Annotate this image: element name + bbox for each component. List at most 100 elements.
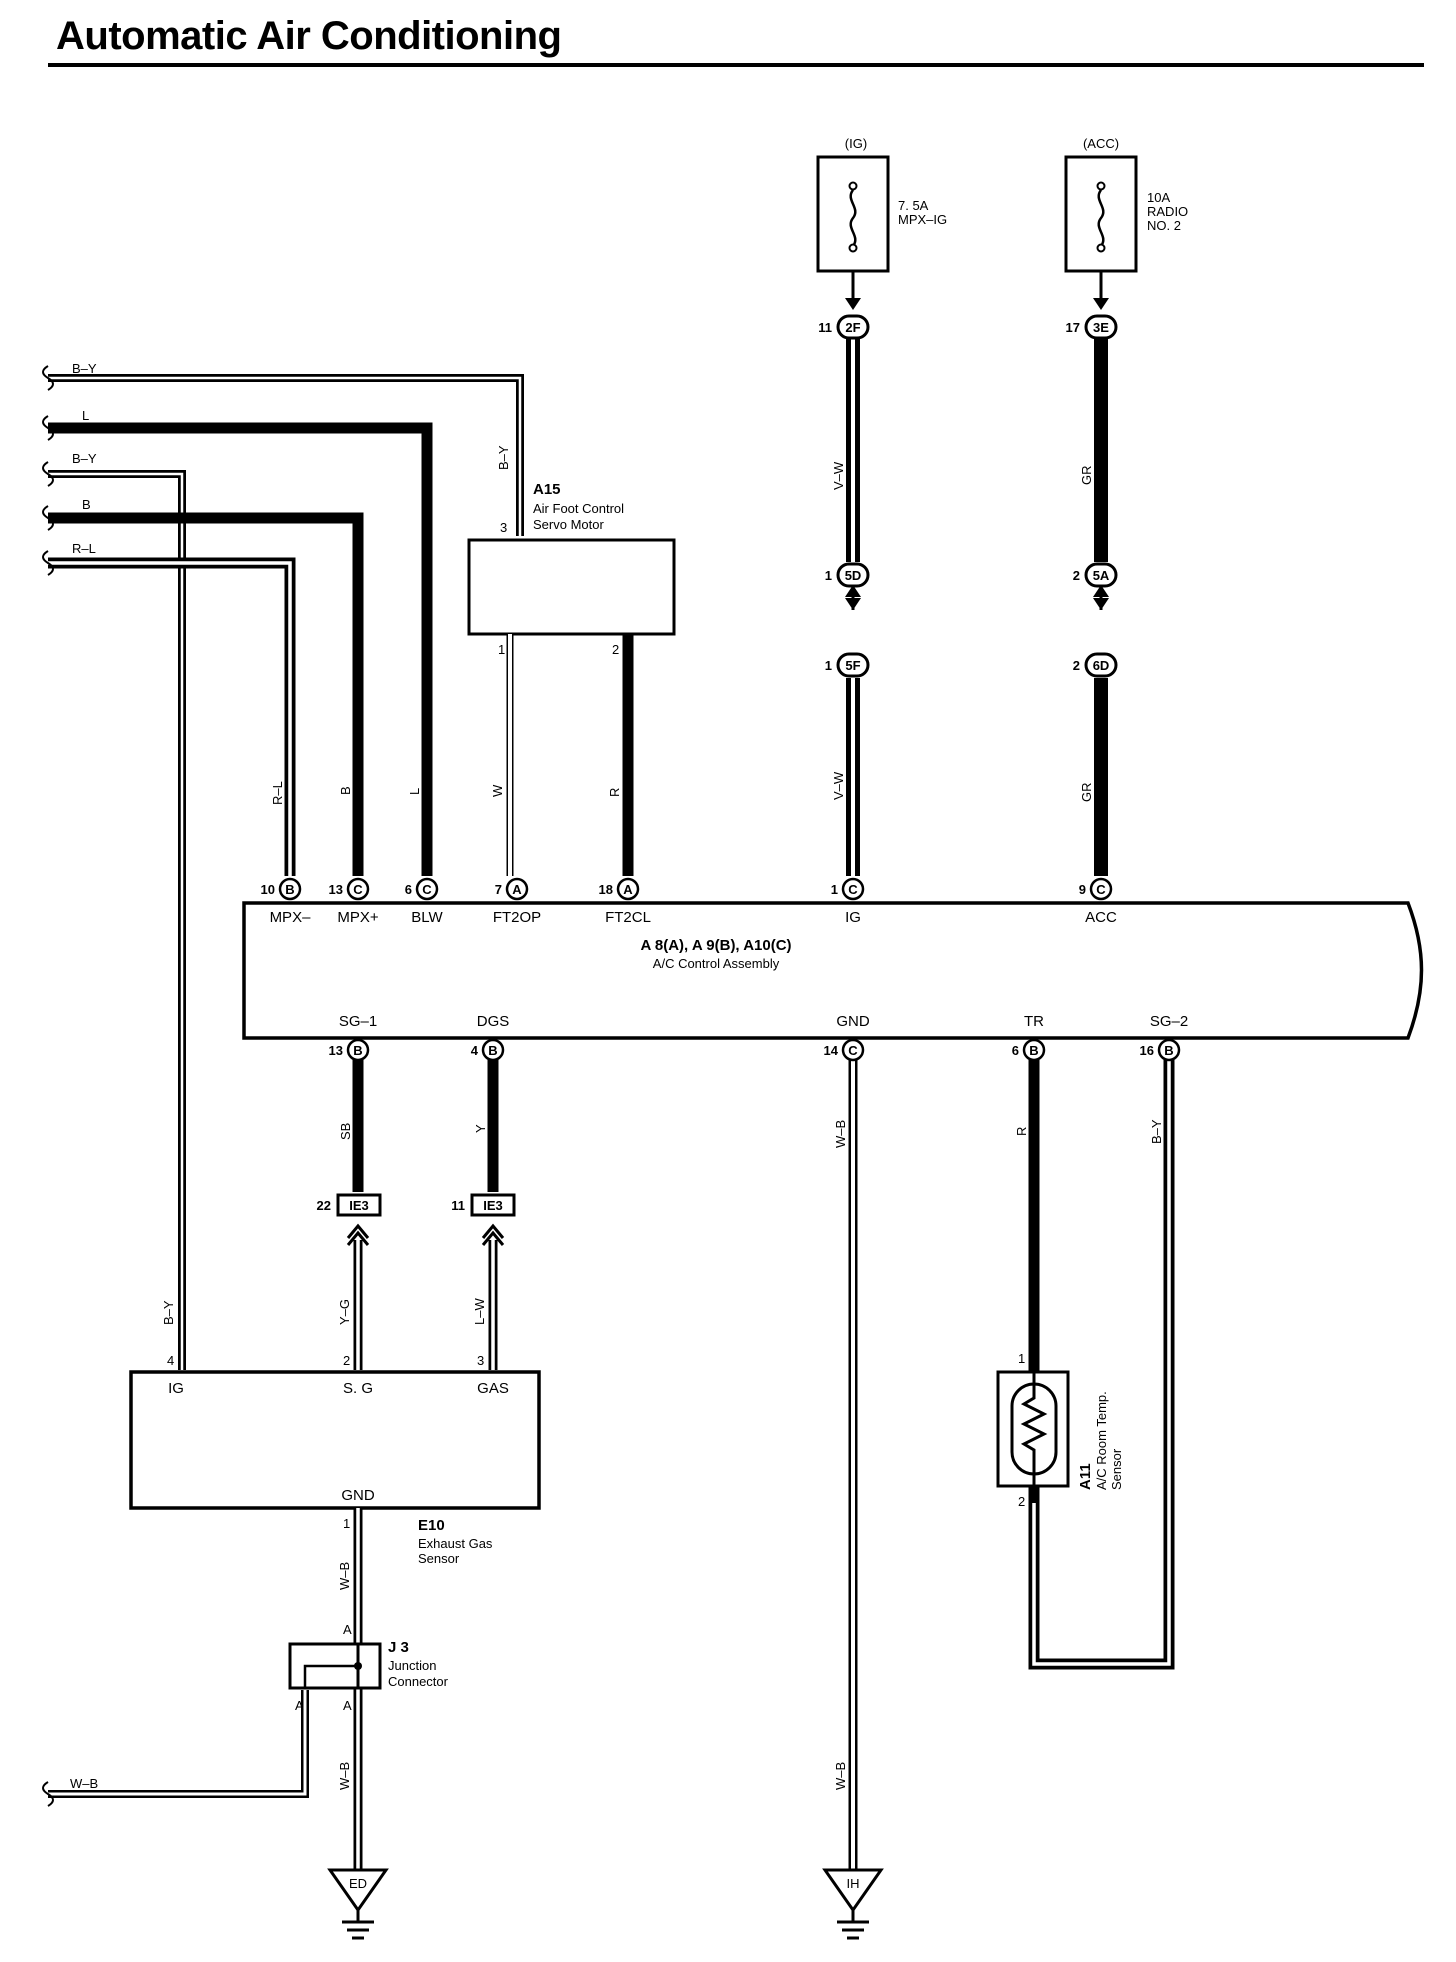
- svg-text:ACC: ACC: [1085, 909, 1117, 926]
- connector-6d: 6D 2: [1073, 652, 1118, 678]
- fuse-ig: (IG) 7. 5A MPX–IG: [816, 136, 947, 273]
- a11-name1: A/C Room Temp.: [1094, 1391, 1109, 1490]
- e10-name1: Exhaust Gas: [418, 1536, 493, 1551]
- fuse-acc-rating: 10A: [1147, 190, 1170, 205]
- left-wire-label-3: B: [82, 497, 91, 512]
- svg-text:4: 4: [471, 1043, 479, 1058]
- svg-text:3E: 3E: [1093, 320, 1109, 335]
- svg-text:2: 2: [1073, 568, 1080, 583]
- svg-text:13: 13: [329, 882, 343, 897]
- ac-control-name: A/C Control Assembly: [653, 956, 780, 971]
- terminal-gnd: GND C 14: [824, 1013, 870, 1062]
- e10-id: E10: [418, 1517, 445, 1534]
- svg-text:10: 10: [261, 882, 275, 897]
- wire-ig-feed: [845, 271, 861, 876]
- wire-label-wb-e10: W–B: [337, 1562, 352, 1590]
- j3-name1: Junction: [388, 1658, 436, 1673]
- e10-name2: Sensor: [418, 1551, 460, 1566]
- wire-label-by-sg2: B–Y: [1149, 1119, 1164, 1144]
- wire-label-vw2: V–W: [831, 771, 846, 800]
- bottom-terminals: SG–1 B 13 DGS B 4 GND C 14 TR B 6 SG–2 B: [329, 1013, 1188, 1062]
- a11-id: A11: [1077, 1463, 1094, 1490]
- svg-text:GND: GND: [836, 1013, 870, 1030]
- ac-control-assembly: A 8(A), A 9(B), A10(C) A/C Control Assem…: [242, 901, 1424, 1040]
- svg-text:2F: 2F: [845, 320, 860, 335]
- wire-label-lw: L–W: [472, 1298, 487, 1325]
- wire-label-l: L: [407, 788, 422, 795]
- title-rule: [48, 63, 1424, 67]
- e10-signal-wires: [353, 1240, 498, 1370]
- svg-text:BLW: BLW: [411, 909, 443, 926]
- fuse-ig-name: MPX–IG: [898, 212, 947, 227]
- svg-text:C: C: [422, 882, 432, 897]
- svg-text:13: 13: [329, 1043, 343, 1058]
- wire-label-y: Y: [473, 1124, 488, 1133]
- svg-text:S. G: S. G: [343, 1380, 373, 1397]
- svg-text:2: 2: [1073, 658, 1080, 673]
- arrow-down: [1093, 598, 1109, 610]
- svg-text:B: B: [1029, 1043, 1038, 1058]
- svg-text:A: A: [343, 1698, 352, 1713]
- j3-junction-connector: A A A J 3 Junction Connector: [288, 1622, 449, 1713]
- svg-text:6D: 6D: [1093, 658, 1110, 673]
- connector-5a: 5A 2: [1073, 562, 1118, 588]
- a15-id: A15: [533, 481, 561, 498]
- wire-label-yg: Y–G: [337, 1299, 352, 1325]
- j3-name2: Connector: [388, 1674, 449, 1689]
- page-title: Automatic Air Conditioning: [56, 14, 562, 58]
- svg-text:GND: GND: [341, 1487, 375, 1504]
- ac-control-id: A 8(A), A 9(B), A10(C): [640, 937, 791, 954]
- fuse-acc: (ACC) 10A RADIO NO. 2: [1064, 136, 1188, 273]
- svg-text:5F: 5F: [845, 658, 860, 673]
- svg-text:IE3: IE3: [349, 1198, 369, 1213]
- svg-text:9: 9: [1079, 882, 1086, 897]
- bottom-wires: [352, 1060, 1175, 1870]
- fuse-acc-name: RADIO: [1147, 204, 1188, 219]
- svg-text:A: A: [512, 882, 522, 897]
- svg-text:MPX+: MPX+: [337, 909, 379, 926]
- terminal-sg2: SG–2 B 16: [1140, 1013, 1188, 1062]
- svg-text:5A: 5A: [1093, 568, 1110, 583]
- svg-text:C: C: [848, 882, 858, 897]
- fuse-acc-box: [1064, 155, 1138, 273]
- left-wire-label-4: R–L: [72, 541, 96, 556]
- fuse-ig-rating: 7. 5A: [898, 198, 929, 213]
- fuse-ig-box: [816, 155, 890, 273]
- wire-label-by-a15: B–Y: [496, 445, 511, 470]
- a11-room-temp-sensor: 1 2 A11 A/C Room Temp. Sensor: [996, 1351, 1124, 1509]
- svg-text:2: 2: [612, 642, 619, 657]
- connector-2f: 2F 11: [818, 314, 870, 340]
- a15-name2: Servo Motor: [533, 517, 604, 532]
- terminal-sg1: SG–1 B 13: [329, 1013, 377, 1062]
- svg-text:2: 2: [1018, 1494, 1025, 1509]
- connector-5d: 5D 1: [825, 562, 870, 588]
- svg-text:GAS: GAS: [477, 1380, 509, 1397]
- wire-acc-feed: [1093, 271, 1109, 876]
- svg-text:5D: 5D: [845, 568, 862, 583]
- svg-text:1: 1: [825, 568, 832, 583]
- wire-label-gr2: GR: [1079, 783, 1094, 803]
- left-wire-label-2: B–Y: [72, 451, 97, 466]
- fuse-acc-label: (ACC): [1083, 136, 1119, 151]
- svg-text:11: 11: [818, 320, 832, 335]
- arrow-up: [1093, 585, 1109, 597]
- svg-text:3: 3: [500, 520, 507, 535]
- terminal-dgs: DGS B 4: [471, 1013, 510, 1062]
- svg-text:FT2OP: FT2OP: [493, 909, 541, 926]
- svg-text:DGS: DGS: [477, 1013, 510, 1030]
- svg-text:C: C: [353, 882, 363, 897]
- fuse-acc-name2: NO. 2: [1147, 218, 1181, 233]
- svg-text:IG: IG: [845, 909, 861, 926]
- left-wire-label-1: L: [82, 408, 89, 423]
- terminal-ft2cl: A 18 FT2CL: [599, 877, 651, 926]
- svg-text:MPX–: MPX–: [270, 909, 312, 926]
- svg-text:16: 16: [1140, 1043, 1154, 1058]
- svg-text:11: 11: [451, 1198, 465, 1213]
- svg-text:22: 22: [317, 1198, 331, 1213]
- wire-label-rl: R–L: [270, 781, 285, 805]
- ac-control-box: [242, 901, 1424, 1040]
- wire-label-b: B: [338, 786, 353, 795]
- wire-label-r: R: [607, 788, 622, 797]
- svg-text:1: 1: [343, 1516, 350, 1531]
- terminal-tr: TR B 6: [1012, 1013, 1046, 1062]
